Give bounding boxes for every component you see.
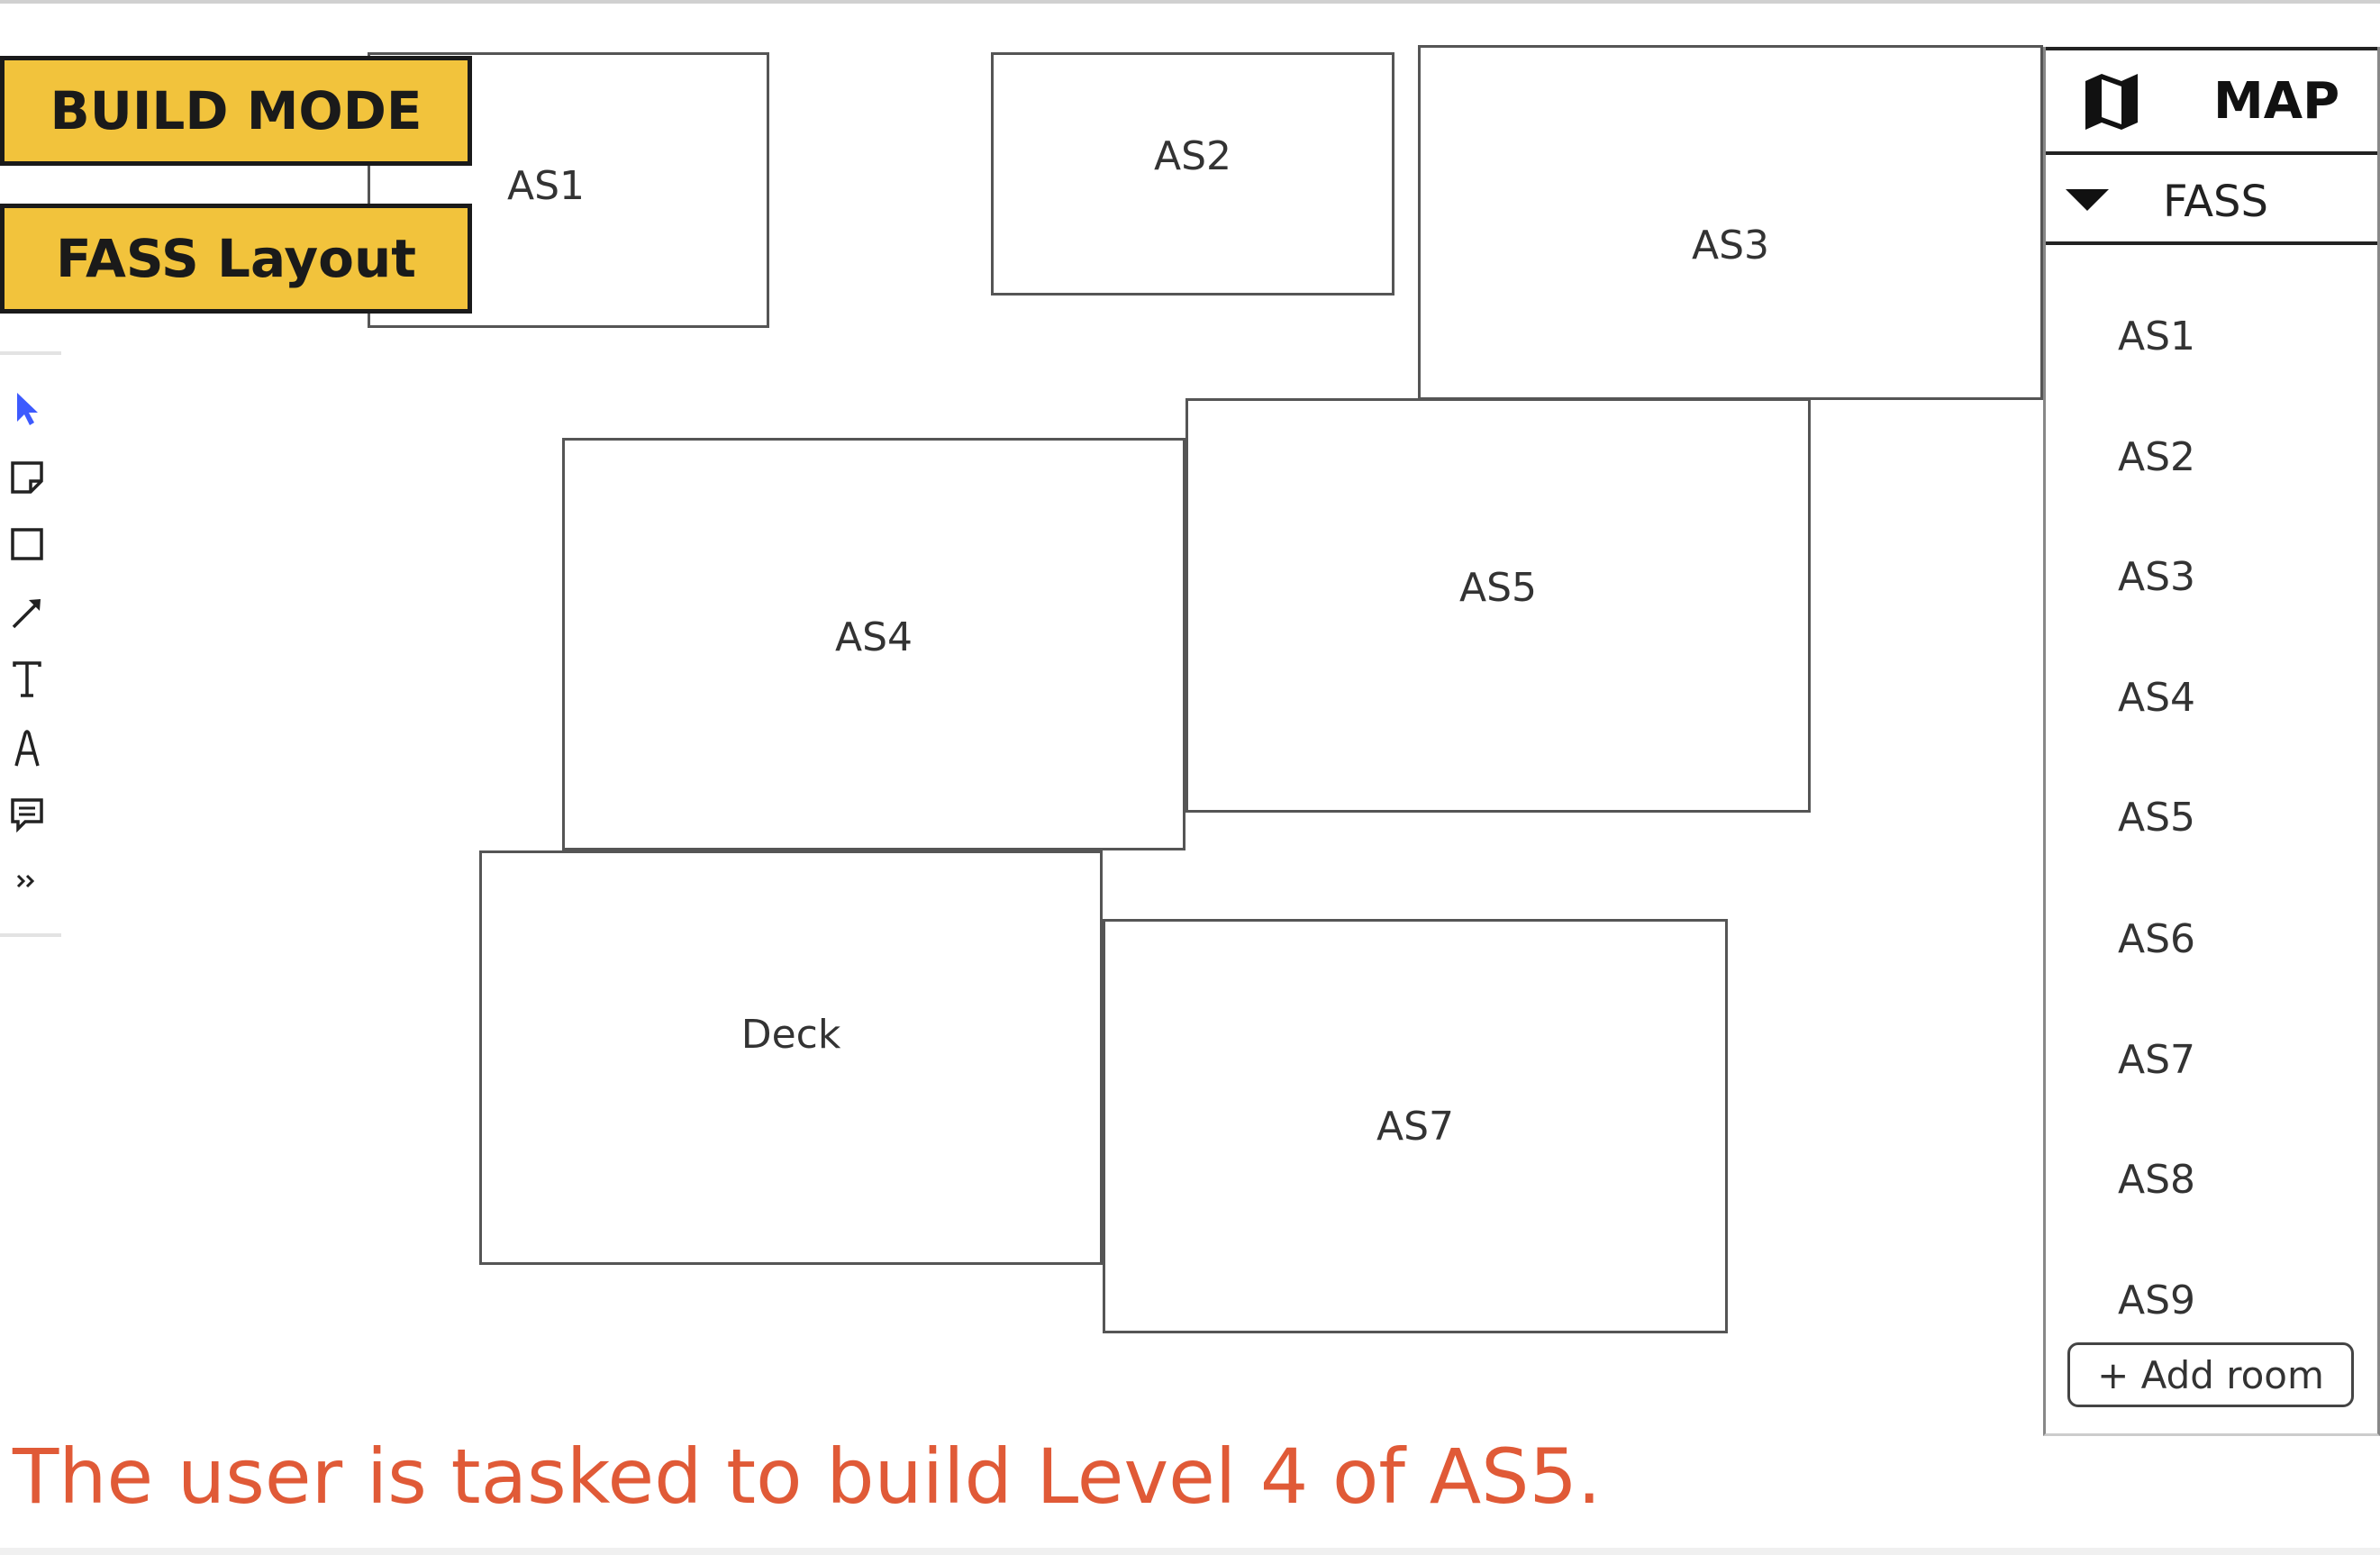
more-tools-icon[interactable] [7, 858, 47, 905]
arrow-icon[interactable] [7, 589, 47, 636]
list-item[interactable]: AS3 [2118, 554, 2196, 600]
task-caption: The user is tasked to build Level 4 of A… [13, 1432, 1602, 1521]
list-item[interactable]: AS1 [2118, 314, 2196, 359]
room-label: Deck [740, 1011, 841, 1058]
build-mode-button[interactable]: BUILD MODE [0, 56, 472, 166]
room-label: AS5 [1458, 564, 1538, 611]
room-label: AS4 [834, 614, 913, 660]
list-item[interactable]: AS6 [2118, 916, 2196, 962]
list-item[interactable]: AS9 [2118, 1278, 2196, 1323]
room-as7[interactable]: AS7 [1103, 919, 1728, 1333]
room-deck[interactable]: Deck [479, 850, 1103, 1265]
map-icon [2080, 70, 2143, 137]
bottom-border [0, 1548, 2380, 1555]
rectangle-icon[interactable] [7, 521, 47, 568]
list-item[interactable]: AS2 [2118, 434, 2196, 480]
caret-down-icon [2066, 189, 2109, 211]
list-item[interactable]: AS8 [2118, 1157, 2196, 1203]
pen-icon[interactable] [7, 724, 47, 771]
add-room-button[interactable]: + Add room [2067, 1342, 2354, 1407]
room-label: AS2 [1153, 132, 1232, 179]
list-item[interactable]: AS5 [2118, 795, 2196, 841]
top-border [0, 0, 2380, 4]
group-fass[interactable]: FASS [2046, 155, 2377, 245]
room-label: AS1 [506, 162, 586, 209]
room-label: AS3 [1691, 222, 1770, 268]
comment-icon[interactable] [7, 791, 47, 838]
room-as3[interactable]: AS3 [1418, 45, 2043, 400]
toolbar-divider [0, 933, 61, 937]
text-icon[interactable] [7, 656, 47, 703]
fass-layout-button[interactable]: FASS Layout [0, 204, 472, 314]
room-as2[interactable]: AS2 [991, 52, 1394, 296]
select-pointer-icon[interactable] [7, 386, 47, 432]
group-label: FASS [2163, 177, 2268, 227]
map-title: MAP [2213, 72, 2340, 131]
toolbar-divider [0, 351, 61, 355]
room-as5[interactable]: AS5 [1185, 398, 1811, 813]
room-label: AS7 [1376, 1103, 1455, 1150]
map-header[interactable]: MAP [2046, 47, 2377, 155]
list-item[interactable]: AS4 [2118, 675, 2196, 721]
room-as4[interactable]: AS4 [562, 438, 1185, 850]
map-panel: MAP FASS AS1 AS2 AS3 AS4 AS5 AS6 AS7 AS8… [2043, 47, 2380, 1436]
sticky-note-icon[interactable] [7, 454, 47, 501]
list-item[interactable]: AS7 [2118, 1037, 2196, 1083]
